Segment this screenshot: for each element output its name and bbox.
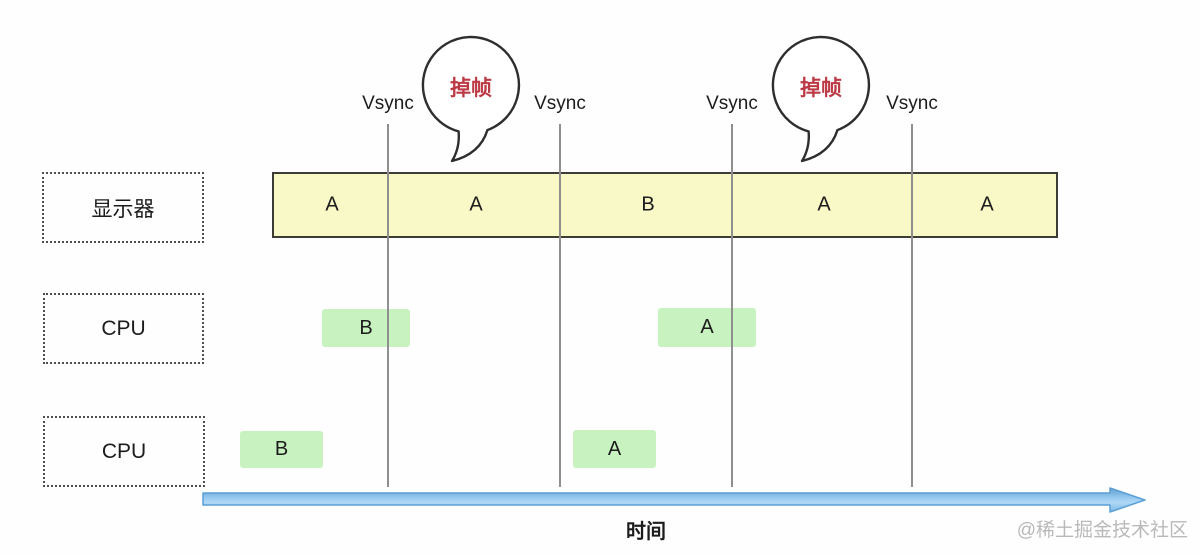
row-label-cpu-1-text: CPU xyxy=(101,316,146,340)
display-segment-label: A xyxy=(469,193,483,216)
display-frame-track: A A B A A xyxy=(272,172,1058,238)
dropped-frame-text-2: 掉帧 xyxy=(800,77,842,100)
display-segment-label: A xyxy=(980,193,994,216)
row-label-display: 显示器 xyxy=(42,172,204,243)
vsync-label-1: Vsync xyxy=(362,93,414,114)
vsync-label-3: Vsync xyxy=(706,93,758,114)
display-segment-label: A xyxy=(325,193,339,216)
display-segment-label: B xyxy=(641,193,655,216)
cpu2-work-block-a: A xyxy=(573,430,656,468)
vsync-line-3 xyxy=(731,124,733,487)
cpu2-work-block-b: B xyxy=(240,431,323,468)
row-label-display-text: 显示器 xyxy=(91,197,155,221)
dropped-frame-bubble-2: 掉帧 xyxy=(758,28,882,168)
dropped-frame-bubble-1: 掉帧 xyxy=(408,28,532,168)
time-axis-arrow-icon xyxy=(202,487,1146,513)
cpu1-work-block-a: A xyxy=(658,308,756,347)
vsync-line-2 xyxy=(559,124,561,487)
time-axis-label: 时间 xyxy=(626,521,666,543)
speech-bubble-icon xyxy=(421,35,521,163)
row-label-cpu-1: CPU xyxy=(43,293,204,364)
display-segment-label: A xyxy=(817,193,831,216)
row-label-cpu-2-text: CPU xyxy=(101,439,147,463)
dropped-frame-text-1: 掉帧 xyxy=(450,77,492,100)
vsync-line-1 xyxy=(387,124,389,487)
vsync-label-4: Vsync xyxy=(886,93,938,114)
vsync-line-4 xyxy=(911,124,913,487)
row-label-cpu-2: CPU xyxy=(43,416,205,487)
cpu1-work-block-b: B xyxy=(322,309,410,347)
watermark: @稀土掘金技术社区 xyxy=(1016,520,1188,541)
vsync-label-2: Vsync xyxy=(534,93,586,114)
speech-bubble-icon xyxy=(771,35,871,163)
